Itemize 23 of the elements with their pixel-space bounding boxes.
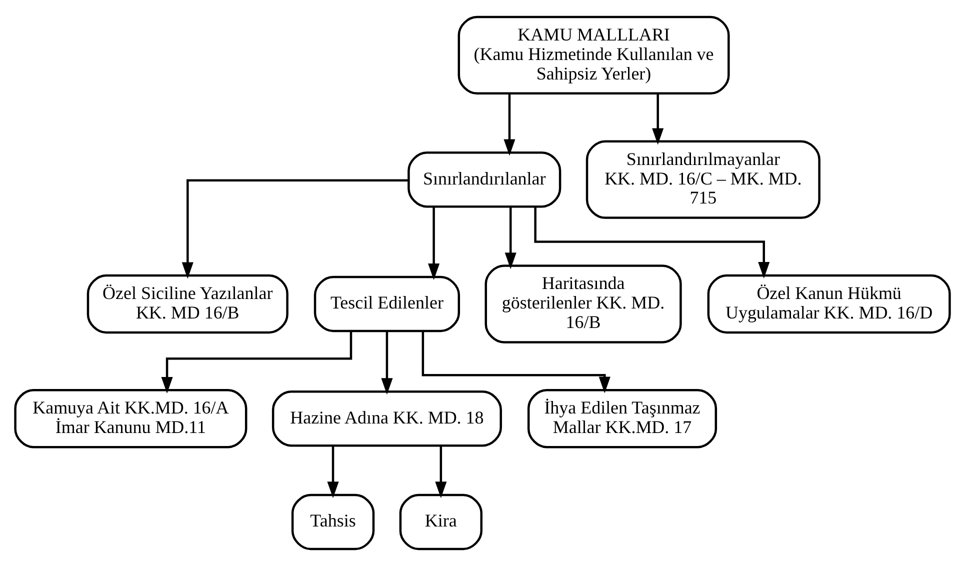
node-box: Sınırlandırılanlar — [407, 152, 561, 208]
arrow — [421, 331, 610, 394]
arrow — [534, 207, 770, 278]
node-box: KAMU MALLLARI (Kamu Hizmetinde Kullanılan ve Sahipsiz Yerler) — [457, 16, 730, 95]
node-box: Haritasında gösterilenler KK. MD. 16/B — [484, 264, 682, 344]
node-box: Sınırlandırılmayanlar KK. MD. 16/C – MK. MD. 715 — [585, 140, 820, 219]
arrow — [181, 179, 408, 279]
arrow — [504, 206, 516, 270]
arrow — [652, 94, 664, 145]
arrow — [326, 446, 338, 498]
arrow — [380, 331, 392, 395]
node-box: Özel Siciline Yazılanlar KK. MD 16/B — [86, 274, 288, 334]
arrow — [503, 94, 515, 156]
node-box: Hazine Adına KK. MD. 18 — [271, 390, 502, 447]
node-box: Kira — [398, 494, 482, 550]
arrow — [434, 446, 446, 498]
node-box: Tahsis — [290, 494, 374, 550]
node-box: Tescil Edilenler — [313, 276, 460, 332]
node-box: Özel Kanun Hükmü Uygulamalar KK. MD. 16/D — [706, 274, 950, 334]
node-box: Kamuya Ait KK.MD. 16/A İmar Kanunu MD.11 — [14, 389, 247, 448]
arrow — [428, 206, 440, 280]
arrow — [160, 331, 352, 394]
node-box: İhya Edilen Taşınmaz Mallar KK.MD. 17 — [526, 389, 717, 448]
